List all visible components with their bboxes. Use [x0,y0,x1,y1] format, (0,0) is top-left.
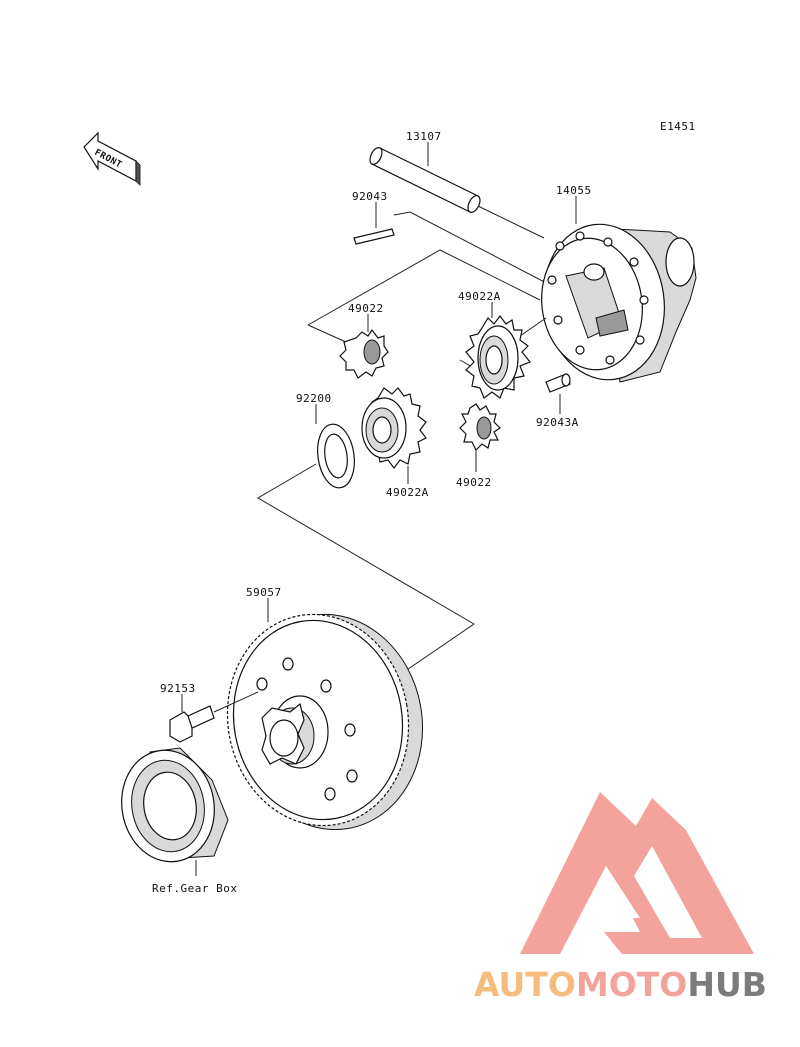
shaft-label: 13107 [406,130,442,143]
side-gear-upper-label: 49022A [458,290,501,303]
washer-label: 92200 [296,392,332,405]
ring-gear-label: 59057 [246,586,282,599]
bolt-label: 92153 [160,682,196,695]
case-label: 14055 [556,184,592,197]
bolt-part [169,705,215,743]
shaft-part [369,147,481,213]
ring-gear-part [226,613,424,831]
bearing-part [121,747,229,863]
pin-label: 92043 [352,190,388,203]
pin-part [353,228,395,245]
pinion-gear-upper-label: 49022 [348,302,384,315]
differential-case-part [541,223,697,383]
side-gear-upper-part [465,315,531,399]
logo-text-moto: MOTO [576,965,687,1004]
svg-text:AUTOMOTOHUB: AUTOMOTOHUB [474,965,767,1004]
pinion-gear-lower-part [459,403,501,452]
dowel-pin-label: 92043A [536,416,579,429]
pinion-gear-upper-part [339,328,389,379]
dowel-pin-part [545,373,571,393]
side-gear-lower-part [361,387,427,469]
automotohub-logo: AUTOMOTOHUB [474,792,767,1004]
bearing-ref-label: Ref.Gear Box [152,882,237,895]
logo-text-auto: AUTO [474,965,576,1004]
diagram-code-label: E1451 [660,120,696,133]
washer-part [317,423,355,489]
front-arrow-icon: FRONT [83,131,141,186]
pinion-gear-lower-label: 49022 [456,476,492,489]
logo-text-hub: HUB [687,965,767,1004]
side-gear-lower-label: 49022A [386,486,429,499]
